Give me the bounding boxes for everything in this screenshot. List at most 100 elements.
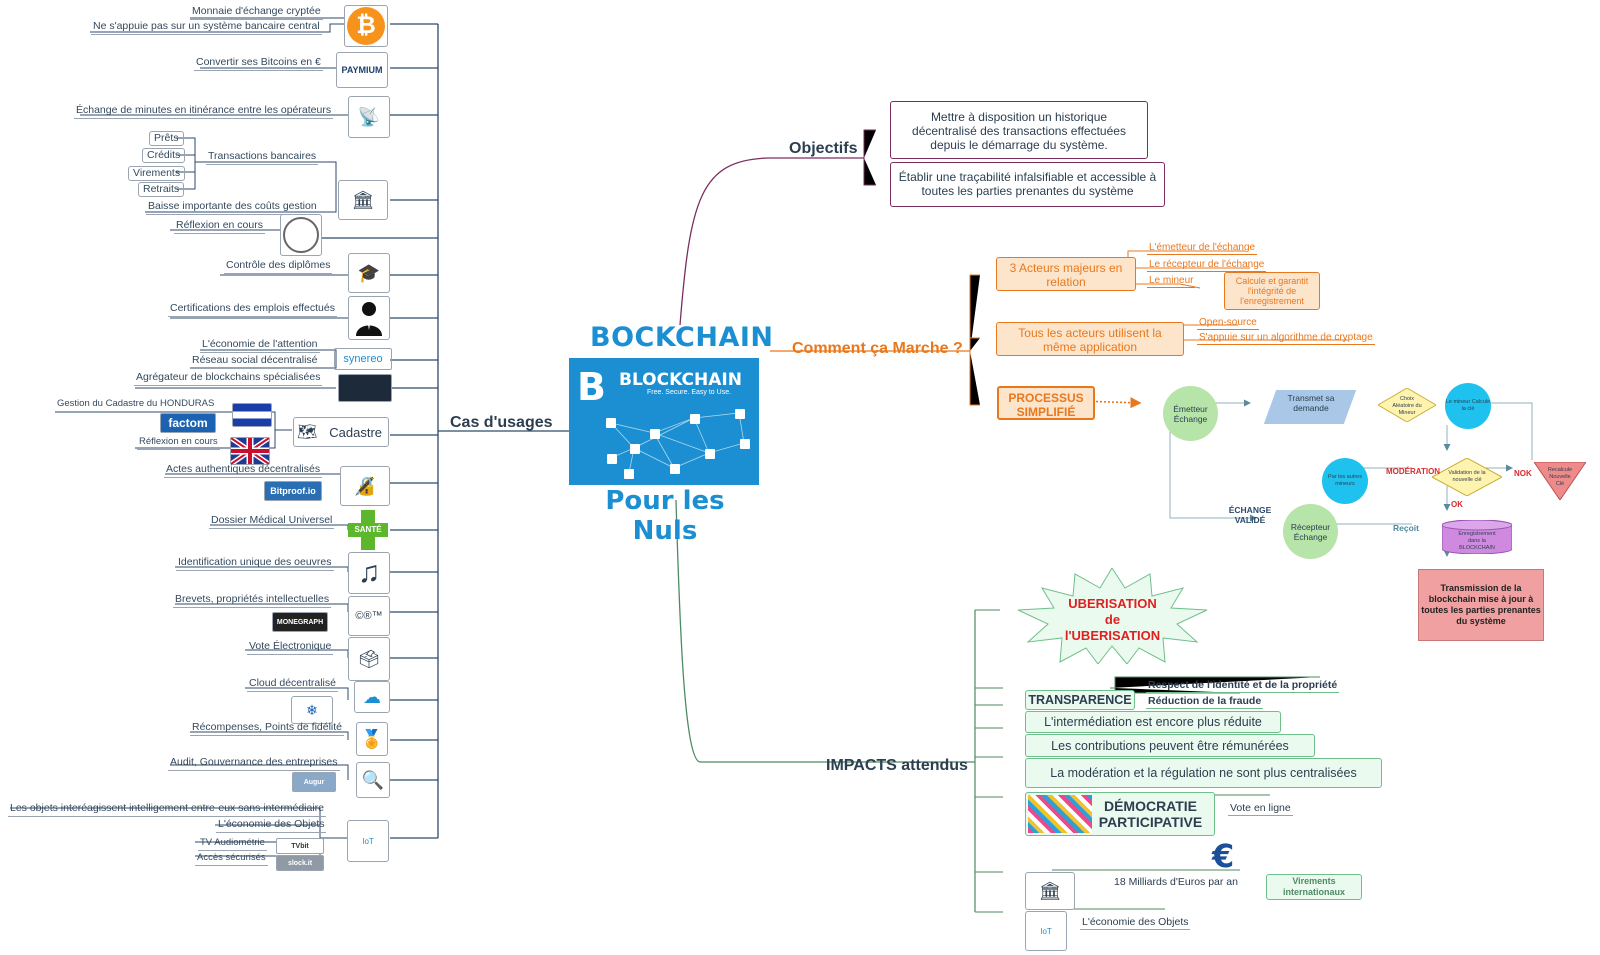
flow-choix: Choix Aléatoire du Mineur bbox=[1377, 387, 1437, 423]
impact-contributions: Les contributions peuvent être rémunérée… bbox=[1025, 734, 1315, 757]
branch-impacts[interactable]: IMPACTS attendus bbox=[826, 757, 968, 774]
person-icon bbox=[348, 296, 390, 340]
impact-transparence: TRANSPARENCE bbox=[1025, 690, 1135, 710]
paymium-logo-icon: PAYMIUM bbox=[336, 52, 388, 88]
graduation-cap-icon: 🎓 bbox=[348, 253, 390, 293]
bitcoin-icon: ₿ bbox=[344, 5, 388, 47]
blockstream-logo-icon bbox=[338, 374, 392, 402]
cas-iot-1: Les objets interéagissent intelligement … bbox=[8, 802, 327, 817]
factom-logo: factom bbox=[160, 413, 216, 433]
flow-choix-label: Choix Aléatoire du Mineur bbox=[1392, 396, 1422, 416]
cas-virement: Virements bbox=[128, 166, 186, 181]
branch-cas-usages[interactable]: Cas d'usages bbox=[450, 414, 553, 431]
cas-attention: L'économie de l'attention bbox=[200, 338, 320, 353]
flow-ok: OK bbox=[1451, 500, 1463, 509]
audit-magnifier-icon: 🔍 bbox=[356, 762, 390, 798]
democratie-mosaic-icon bbox=[1028, 795, 1092, 833]
cas-telecom: Échange de minutes en itinérance entre l… bbox=[74, 104, 334, 119]
cas-diplomes: Contrôle des diplômes bbox=[224, 259, 333, 274]
flow-autres-mineurs: Par les autres mineurs bbox=[1322, 458, 1368, 504]
cas-reflexion-1: Réflexion en cours bbox=[174, 219, 265, 234]
flow-enregistrement-label: Enregistrement dans la BLOCKCHAIN bbox=[1458, 531, 1496, 551]
sante-cross-icon: SANTÉ bbox=[348, 510, 388, 550]
center-title-bottom: Pour les Nuls bbox=[605, 486, 725, 546]
flow-transmission: Transmission de la blockchain mise à jou… bbox=[1418, 569, 1544, 641]
iot-impact-icon: IoT bbox=[1025, 911, 1067, 951]
synereo-logo: synereo bbox=[334, 348, 392, 370]
central-bank-seal-icon bbox=[280, 214, 322, 256]
flow-enregistrement: Enregistrement dans la BLOCKCHAIN bbox=[1441, 519, 1513, 555]
comment-processus[interactable]: PROCESSUS SIMPLIFIÉ bbox=[997, 386, 1095, 420]
cas-iot-4: Accès sécurisés bbox=[195, 851, 268, 866]
cas-oeuvres: Identification unique des oeuvres bbox=[176, 556, 334, 571]
branch-objectifs[interactable]: Objectifs bbox=[789, 140, 858, 157]
bank-impact-icon: 🏛 bbox=[1025, 872, 1075, 910]
notary-icon: 🔏 bbox=[340, 466, 390, 506]
map-icon: 🗺 bbox=[297, 424, 318, 441]
impact-fraude: Réduction de la fraude bbox=[1146, 695, 1264, 709]
flow-emetteur-label: Émetteur Échange bbox=[1173, 403, 1208, 424]
cas-agregateur: Agrégateur de blockchains spécialisées bbox=[134, 371, 323, 386]
bank-icon: 🏛 bbox=[338, 180, 388, 220]
cas-retrait: Retraits bbox=[138, 182, 185, 197]
comment-open-source: Open-source bbox=[1197, 317, 1259, 330]
cas-bitcoin-2: Ne s'appuie pas sur un système bancaire … bbox=[91, 20, 322, 35]
honduras-flag-icon bbox=[232, 403, 272, 427]
comment-acteurs: 3 Acteurs majeurs en relation bbox=[996, 257, 1136, 291]
cas-recompenses: Récompenses, Points de fidélité bbox=[190, 721, 344, 736]
starburst-icon bbox=[1017, 567, 1208, 665]
flow-recoit: Reçoit bbox=[1393, 523, 1419, 533]
cas-cloud: Cloud décentralisé bbox=[247, 677, 338, 692]
cas-baisse: Baisse importante des coûts gestion bbox=[146, 200, 319, 215]
flow-recepteur-label: Récepteur Échange bbox=[1290, 521, 1331, 542]
objectif-tracabilite: Établir une traçabilité infalsifiable et… bbox=[890, 162, 1165, 207]
internet-of-things-icon: IoT bbox=[347, 820, 389, 862]
paymium-logo-text: PAYMIUM bbox=[341, 65, 383, 75]
uberisation-label: UBERISATION de l'UBERISATION bbox=[1064, 596, 1161, 643]
cas-brevets: Brevets, propriétés intellectuelles bbox=[173, 593, 332, 608]
cas-iot-3: TV Audiométrie bbox=[198, 836, 267, 851]
comment-application: Tous les acteurs utilisent la même appli… bbox=[996, 322, 1184, 356]
impact-intermediation: L'intermédiation est encore plus réduite bbox=[1025, 711, 1281, 733]
music-note-icon: ♫ bbox=[348, 552, 390, 594]
cas-transactions: Transactions bancaires bbox=[206, 150, 319, 165]
blockchain-logo: B BLOCKCHAIN Free. Secure. Easy to Use. bbox=[569, 358, 759, 485]
cas-reseau: Réseau social décentralisé bbox=[190, 354, 320, 369]
cadastre-label: Cadastre bbox=[329, 424, 382, 440]
flow-mineur-calcule: Le mineur Calcule la clé bbox=[1445, 383, 1491, 429]
flow-recalcule: Recalcule Nouvelle Clé bbox=[1533, 461, 1587, 501]
comment-algo: S'appuie sur un algorithme de cryptage bbox=[1197, 332, 1375, 345]
flow-transmission-label: Transmission de la blockchain mise à jou… bbox=[1421, 583, 1541, 626]
slockit-logo-text: slock.it bbox=[287, 859, 313, 867]
impact-vote: Vote en ligne bbox=[1228, 802, 1293, 816]
ballot-box-icon: 🗳 bbox=[348, 637, 390, 681]
flow-autres-mineurs-label: Par les autres mineurs bbox=[1328, 474, 1362, 487]
impact-moderation: La modération et la régulation ne sont p… bbox=[1025, 758, 1382, 788]
impact-virements: Virements internationaux bbox=[1266, 874, 1362, 900]
sante-label: SANTÉ bbox=[354, 525, 382, 534]
flow-validation-label: Validation de la nouvelle clé bbox=[1448, 470, 1486, 483]
cas-actes: Actes authentiques décentralisés bbox=[164, 463, 323, 478]
monegraph-logo-text: MONEGRAPH bbox=[276, 618, 324, 626]
cloud-icon: ☁ bbox=[354, 681, 390, 713]
center-title-top: BOCKCHAIN bbox=[590, 322, 774, 353]
logo-tagline: Free. Secure. Easy to Use. bbox=[647, 389, 732, 396]
euro-icon: € bbox=[1212, 837, 1235, 875]
cas-credit: Crédits bbox=[142, 148, 186, 163]
ribbon-award-icon: 🏅 bbox=[356, 722, 388, 756]
bitproof-logo: Bitproof.io bbox=[264, 481, 322, 501]
impact-objets: L'économie des Objets bbox=[1080, 916, 1191, 930]
businessman-icon bbox=[356, 302, 382, 336]
network-icon: B bbox=[577, 365, 750, 479]
flow-moderation: MODÉRATION bbox=[1386, 467, 1441, 476]
uk-flag-icon bbox=[229, 435, 271, 467]
augur-logo: Augur bbox=[292, 772, 336, 792]
comment-emetteur: L'émetteur de l'échange bbox=[1147, 242, 1258, 255]
flow-transmet-label: Transmet sa demande bbox=[1287, 393, 1335, 413]
cadastre-node[interactable]: 🗺 Cadastre bbox=[293, 417, 389, 447]
branch-comment[interactable]: Comment ça Marche ? bbox=[792, 340, 963, 357]
logo-word: BLOCKCHAIN bbox=[619, 370, 742, 390]
union-jack-icon bbox=[229, 435, 271, 467]
impact-respect: Respect de l'identité et de la propriété bbox=[1146, 679, 1340, 693]
cas-paymium: Convertir ses Bitcoins en € bbox=[194, 56, 323, 71]
